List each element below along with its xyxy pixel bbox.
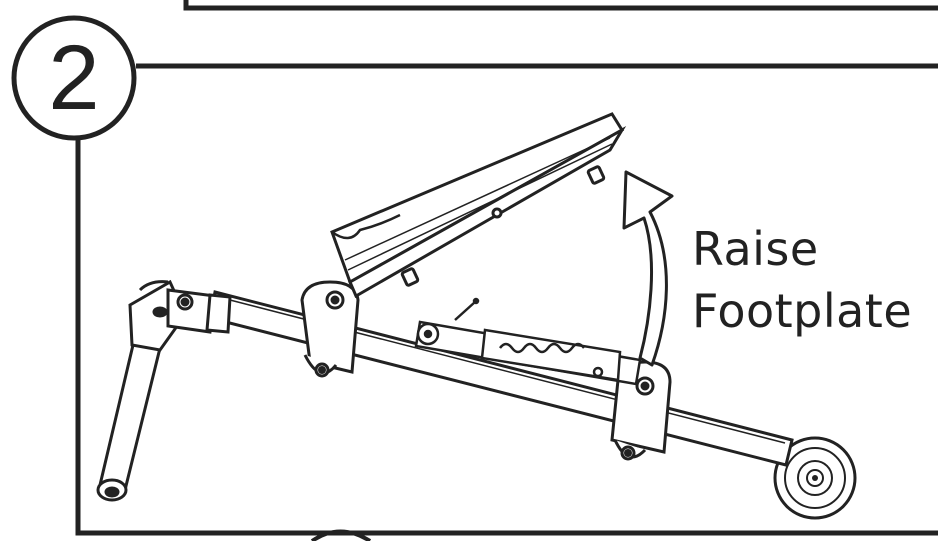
hinge-bracket-left bbox=[166, 288, 232, 334]
instruction-label: Raise Footplate bbox=[692, 218, 932, 342]
previous-step-frame bbox=[183, 0, 938, 11]
adjustable-strut bbox=[414, 297, 642, 386]
front-bracket bbox=[300, 280, 360, 378]
next-step-circle-edge bbox=[310, 529, 372, 541]
step-number-circle bbox=[11, 15, 137, 141]
caster-wheel bbox=[773, 436, 857, 520]
instruction-line-2: Footplate bbox=[692, 284, 913, 338]
raise-arrow bbox=[622, 170, 674, 367]
instruction-line-1: Raise bbox=[692, 222, 819, 276]
footplate bbox=[330, 112, 627, 299]
step-frame bbox=[75, 63, 938, 536]
